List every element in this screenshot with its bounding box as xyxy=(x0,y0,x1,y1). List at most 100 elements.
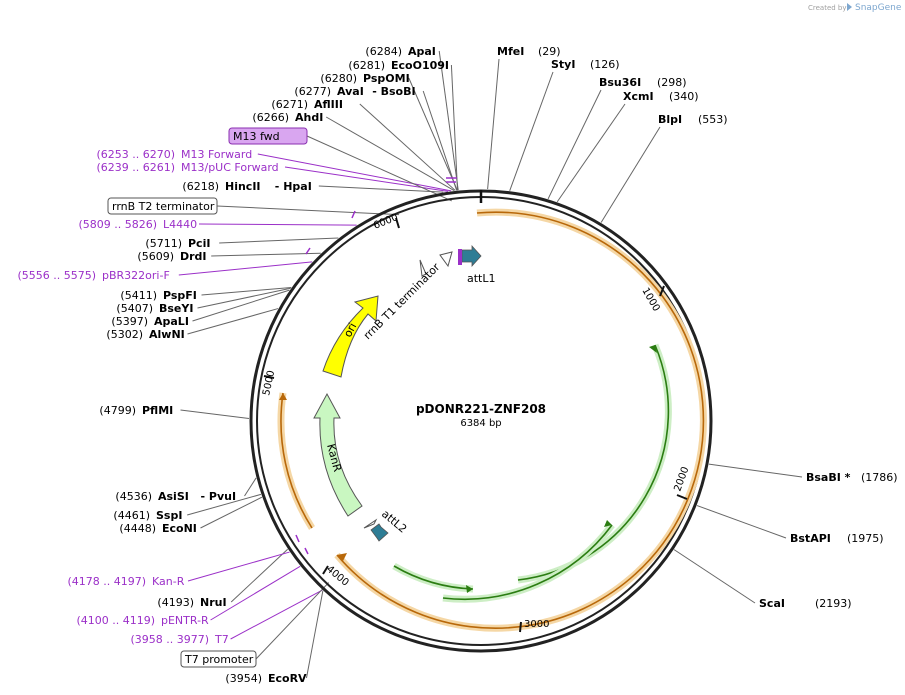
enzyme-pos-left-15: (4461) xyxy=(113,509,150,522)
leader-enzyme-left-11 xyxy=(192,289,290,322)
ori-arrow xyxy=(322,295,379,378)
credit-brand: SnapGene xyxy=(855,3,902,13)
primer-name-3: pBR322ori-F xyxy=(102,269,170,282)
boxed-feature-0 xyxy=(228,127,308,145)
leader-enzyme-left-0 xyxy=(438,50,459,191)
primer-range-3: (5556 .. 5575) xyxy=(17,269,96,282)
enzyme-pos-left-8: (5609) xyxy=(137,250,174,263)
leader-enzyme-left-3 xyxy=(422,90,458,191)
enzyme-name-right-7: ScaI xyxy=(759,597,785,610)
leader-enzyme-left-16 xyxy=(200,496,263,529)
ori-label: ori xyxy=(341,321,359,340)
enzyme-pos-right-3: (340) xyxy=(669,90,699,103)
enzyme-pos-right-1: (126) xyxy=(590,58,620,71)
plasmid-size: 6384 bp xyxy=(460,418,501,429)
snapgene-logo-icon xyxy=(847,3,852,11)
primer-range-6: (3958 .. 3977) xyxy=(130,633,209,646)
enzyme-pos-left-3: (6277) xyxy=(294,85,331,98)
leader-primer-3 xyxy=(178,261,313,276)
enzyme-name-left-16: EcoNI xyxy=(162,522,197,535)
gene-arc-3 xyxy=(392,562,474,593)
primer-range-2: (5809 .. 5826) xyxy=(78,218,157,231)
enzyme-name-left-14: AsiSI xyxy=(158,490,189,503)
rrnb-t1-small xyxy=(419,259,427,277)
enzyme-pos-right-7: (2193) xyxy=(815,597,852,610)
leader-enzyme-left-12 xyxy=(187,308,279,335)
enzyme-pos-left-0: (6284) xyxy=(365,45,402,58)
primer-range-5: (4100 .. 4119) xyxy=(76,614,155,627)
primer-name-5: pENTR-R xyxy=(161,614,209,627)
primer-range-1: (6239 .. 6261) xyxy=(96,161,175,174)
enzyme-pos-left-16: (4448) xyxy=(119,522,156,535)
leader-enzyme-left-8 xyxy=(211,252,321,257)
boxed-feature-2 xyxy=(180,650,257,668)
leader-enzyme-right-0 xyxy=(487,58,500,190)
enzyme-pos-left-10: (5407) xyxy=(116,302,153,315)
leader-enzyme-right-5 xyxy=(708,463,803,478)
leader-enzyme-right-1 xyxy=(509,71,554,191)
gene-arc-2-line xyxy=(442,524,613,601)
leader-enzyme-right-6 xyxy=(696,505,787,539)
boxed-feature-label-1: rrnB T2 terminator xyxy=(112,200,215,213)
enzyme-name-left-15: SspI xyxy=(156,509,182,522)
enzyme-pos-left-18: (3954) xyxy=(225,672,262,685)
enzyme-name-left-1: EcoO109I xyxy=(391,59,449,72)
leader-boxed-1 xyxy=(216,205,400,216)
enzyme-name-left-3: AvaI xyxy=(337,85,364,98)
leader-enzyme-left-18 xyxy=(306,590,324,679)
enzyme-name-right-6: BstAPI xyxy=(790,532,831,545)
enzyme-name-left-18: EcoRV xyxy=(268,672,307,685)
enzyme-name-left-7: PciI xyxy=(188,237,210,250)
enzyme-name-left-2: PspOMI xyxy=(363,72,410,85)
enzyme-name-left-8: DrdI xyxy=(180,250,207,263)
attl1-marker xyxy=(458,249,462,265)
primer-mark-1 xyxy=(351,210,356,219)
enzyme-pos-left-13: (4799) xyxy=(99,404,136,417)
leader-enzyme-right-4 xyxy=(600,126,661,223)
primer-mark-4 xyxy=(304,547,309,555)
rrnb-t1-arrow xyxy=(439,251,453,268)
leader-enzyme-left-10 xyxy=(197,287,291,309)
enzyme-name-left-0: ApaI xyxy=(408,45,436,58)
leader-primer-6 xyxy=(230,589,323,640)
primer-name-6: T7 xyxy=(214,633,229,646)
attl1-label: attL1 xyxy=(467,272,496,285)
orf-arrowhead-bottom xyxy=(337,553,347,561)
credit-created-by: Created by xyxy=(808,4,847,12)
leader-enzyme-left-15 xyxy=(187,493,262,516)
enzyme-name-right-3: XcmI xyxy=(623,90,654,103)
enzyme-name-left-13: PflMI xyxy=(142,404,173,417)
enzyme-name-left-4: AflIII xyxy=(314,98,343,111)
enzyme-name-right-1: StyI xyxy=(551,58,575,71)
leader-enzyme-left-5 xyxy=(325,116,455,191)
orf-arrowhead-left xyxy=(279,393,287,400)
leader-enzyme-right-2 xyxy=(547,89,602,200)
enzyme-pos-left-9: (5411) xyxy=(120,289,157,302)
boxed-feature-label-2: T7 promoter xyxy=(184,653,254,666)
leader-primer-0 xyxy=(257,153,452,192)
gene-arc-3-line xyxy=(393,565,474,590)
tick-label-5000: 5000 xyxy=(261,369,277,396)
primer-name-0: M13 Forward xyxy=(181,148,252,161)
leader-boxed-0 xyxy=(306,135,453,202)
enzyme-name-left-6: HincII xyxy=(225,180,261,193)
enzyme-name-left-5: AhdI xyxy=(295,111,323,124)
primer-mark-2 xyxy=(305,247,311,255)
enzyme-pos-right-6: (1975) xyxy=(847,532,884,545)
orf-arc-outer xyxy=(334,208,707,632)
orf-arc-outer-line xyxy=(336,211,705,629)
primer-name-1: M13/pUC Forward xyxy=(181,161,279,174)
leader-primer-5 xyxy=(210,565,301,621)
primer-range-0: (6253 .. 6270) xyxy=(96,148,175,161)
tick-label-3000: 3000 xyxy=(524,619,549,630)
enzyme-name-right-2: Bsu36I xyxy=(599,76,641,89)
enzyme-pos-right-4: (553) xyxy=(698,113,728,126)
boxed-feature-1 xyxy=(107,197,218,215)
leader-primer-4 xyxy=(187,551,290,582)
enzyme-name-left-12: AlwNI xyxy=(149,328,185,341)
attl1-arrow xyxy=(461,244,482,268)
enzyme-name-left-9: PspFI xyxy=(163,289,197,302)
enzyme-extra-left-14: - PvuI xyxy=(201,490,237,503)
leader-primer-2 xyxy=(198,223,357,226)
leader-enzyme-left-9 xyxy=(201,286,292,296)
